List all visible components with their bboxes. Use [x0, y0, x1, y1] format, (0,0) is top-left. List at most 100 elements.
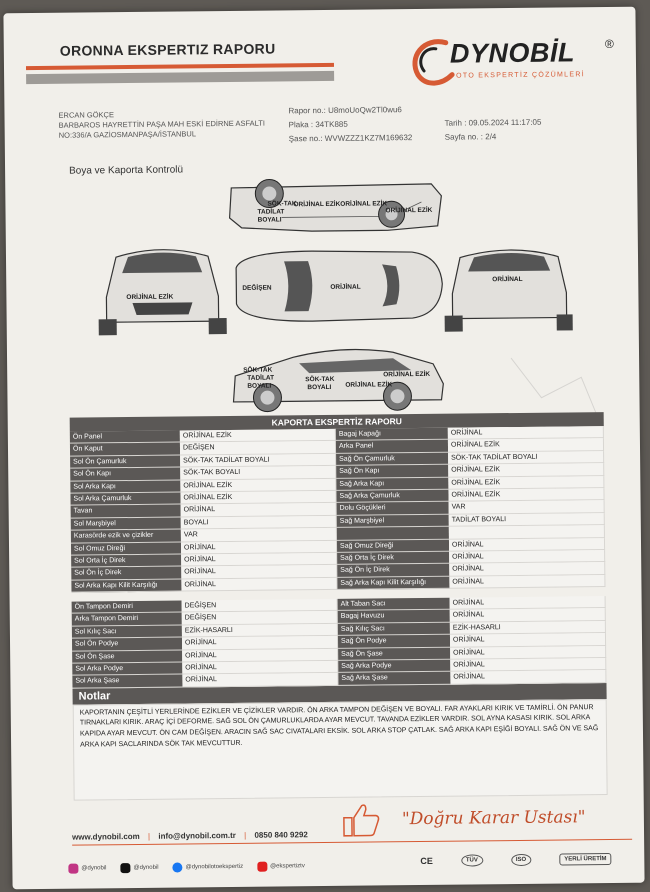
contact-line: www.dynobil.com | info@dynobil.com.tr | … [72, 830, 314, 842]
table-label-cell: Sağ Arka Podye [338, 659, 451, 674]
iso-mark: ISO [510, 853, 532, 867]
diagram-label: ORİJİNAL EZİK [385, 206, 432, 214]
table-label-cell: Ön Panel [69, 430, 180, 445]
social-facebook[interactable]: @dynobilotoekspertiz [172, 862, 244, 873]
address-line: NO:336/A GAZİOSMANPAŞA/İSTANBUL [58, 129, 197, 140]
report-number: Rapor no.: U8moUoQw2Tl0wu6 [288, 105, 402, 116]
table-label-cell: Sol Arka Kapı Kilit Karşılığı [71, 579, 182, 593]
table-label-cell: Sol Marşbiyel [70, 517, 181, 531]
social-handle: @dynobil [133, 864, 159, 872]
diagram-label: ORİJİNAL EZİKORİJİNAL EZİK [293, 199, 387, 208]
table-label-cell: Sol Omuz Direği [70, 542, 182, 556]
logo-swoosh-icon [412, 39, 455, 86]
table-label-cell: Sağ Marşbiyel [336, 514, 449, 528]
table-label-cell: Sağ Kılıç Sacı [337, 622, 450, 637]
table-label-cell: Sağ Omuz Direği [336, 539, 450, 553]
chassis-number: Şase no.: WVWZZZ1KZ7M169632 [288, 133, 413, 144]
dynobil-logo: DYNOBİL ® OTO EKSPERTİZ ÇÖZÜMLERİ [406, 33, 617, 91]
table-label-cell: Tavan [70, 504, 181, 519]
car-top-view: DEĞİŞEN ORİJİNAL [235, 250, 443, 322]
diagram-label: BOYALI [258, 216, 282, 223]
report-meta-right: Tarih : 09.05.2024 11:17:05 Sayfa no. : … [445, 116, 542, 145]
phone-number[interactable]: 0850 840 9292 [254, 830, 308, 840]
table-label-cell: Sol Ön Podye [71, 637, 183, 652]
table-value-cell: ORİJİNAL [449, 574, 606, 589]
diagram-label: SÖK-TAK [243, 365, 273, 374]
diagram-label: DEĞİŞEN [242, 283, 272, 292]
gray-bar [26, 70, 335, 85]
car-side-top: SÖK-TAK TADİLAT BOYALI ORİJİNAL EZİKORİJ… [228, 179, 442, 232]
car-damage-diagram: SÖK-TAK TADİLAT BOYALI ORİJİNAL EZİKORİJ… [98, 179, 574, 413]
table-label-cell: Sol Kılıç Sacı [71, 625, 182, 639]
table-label-cell: Sağ Arka Kapı [336, 477, 449, 491]
thumbs-up-icon [343, 804, 380, 837]
social-instagram[interactable]: @dynobil [68, 863, 107, 874]
diagram-label: ORİJİNAL [492, 275, 522, 283]
table-label-cell: Sol Ön Kapı [70, 467, 181, 482]
table-value-cell: ORİJİNAL [182, 673, 339, 688]
plate-number: Plaka : 34TK885 [288, 119, 348, 130]
table-value-cell: ORİJİNAL [450, 670, 607, 685]
tiktok-icon [120, 863, 131, 874]
website-link[interactable]: www.dynobil.com [72, 831, 140, 842]
social-youtube[interactable]: @ekspertiztv [257, 861, 305, 872]
social-handle: @ekspertiztv [270, 863, 305, 870]
table-label-cell: Sağ Arka Çamurluk [336, 489, 449, 504]
social-handle: @dynobil [81, 865, 107, 872]
report-title: ORONNA EKSPERTIZ RAPORU [59, 40, 276, 59]
separator: | [147, 831, 151, 841]
accent-bar [25, 62, 335, 71]
report-date: Tarih : 09.05.2024 11:17:05 [444, 117, 542, 128]
table-label-cell: Arka Tampon Demiri [71, 612, 182, 627]
social-links: @dynobil @dynobil @dynobilotoekspertiz @… [68, 861, 305, 874]
table-label-cell: Sol Arka Podye [72, 662, 183, 677]
table-label-cell: Sağ Orta İç Direk [337, 551, 450, 566]
social-tiktok[interactable]: @dynobil [120, 863, 159, 874]
diagram-label: SÖK-TAK [267, 198, 297, 207]
report-meta-left: Rapor no.: U8moUoQw2Tl0wu6 Plaka : 34TK8… [288, 103, 412, 146]
table-label-cell: Sağ Ön Kapı [336, 464, 449, 479]
table-label-cell: Dolu Göçükleri [336, 502, 449, 516]
youtube-icon [257, 861, 268, 872]
diagram-label: ORİJİNAL EZİK [126, 293, 173, 301]
section-title: Boya ve Kaporta Kontrolü [69, 164, 184, 177]
table-label-cell: Karasörde ezik ve çizikler [70, 529, 181, 544]
car-rear-view: ORİJİNAL [444, 249, 574, 332]
table-label-cell: Sol Arka Çamurluk [70, 492, 181, 507]
logo-word: DYNOBİL [449, 37, 576, 69]
notes-text: KAPORTANIN ÇEŞİTLİ YERLERİNDE EZİKLER VE… [72, 698, 608, 801]
separator: | [244, 830, 247, 840]
diagram-label: TADİLAT [257, 207, 284, 215]
table-label-cell: Ön Kaput [69, 442, 181, 457]
email-link[interactable]: info@dynobil.com.tr [158, 830, 236, 841]
table-label-cell: Sağ Ön Çamurluk [336, 452, 449, 467]
instagram-icon [68, 863, 79, 874]
table-label-cell: Sol Ön Çamurluk [70, 455, 181, 469]
table-label-cell: Sağ Ön İç Direk [337, 563, 450, 578]
diagram-label: ORİJİNAL EZİK [383, 370, 430, 378]
report-page: ORONNA EKSPERTIZ RAPORU DYNOBİL ® OTO EK… [3, 6, 645, 890]
diagram-label: ORİJİNAL EZİK [345, 380, 392, 388]
facebook-icon [172, 862, 183, 873]
table-label-cell: Bagaj Kapağı [335, 427, 448, 442]
ce-mark: CE [420, 855, 433, 867]
diagram-label: SÖK-TAK [305, 374, 335, 383]
logo-registered-mark: ® [604, 36, 614, 52]
tuv-mark: TÜV [460, 854, 483, 867]
table-label-cell: Sol Arka Kapı [70, 480, 181, 494]
diagram-label: ORİJİNAL [330, 283, 360, 291]
page-number: Sayfa no. : 2/4 [444, 132, 497, 142]
table-label-cell: Sağ Ön Şase [338, 647, 451, 661]
table-label-cell: Sol Orta İç Direk [71, 554, 182, 568]
car-side-bottom: SÖK-TAK TADİLAT BOYALI SÖK-TAK BOYALI OR… [232, 348, 444, 413]
table-label-cell: Sağ Ön Podye [337, 634, 451, 649]
table-label-cell: Sağ Arka Kapı Kilit Karşılığı [337, 576, 450, 590]
diagram-label: TADİLAT [247, 374, 274, 382]
logo-subtitle: OTO EKSPERTİZ ÇÖZÜMLERİ [456, 71, 585, 80]
expert-address: ERCAN GÖKÇE BARBAROS HAYRETTİN PAŞA MAH … [58, 109, 265, 141]
diagram-label: BOYALI [307, 384, 331, 391]
social-handle: @dynobilotoekspertiz [185, 863, 244, 871]
car-front-view: ORİJİNAL EZİK [98, 249, 227, 336]
